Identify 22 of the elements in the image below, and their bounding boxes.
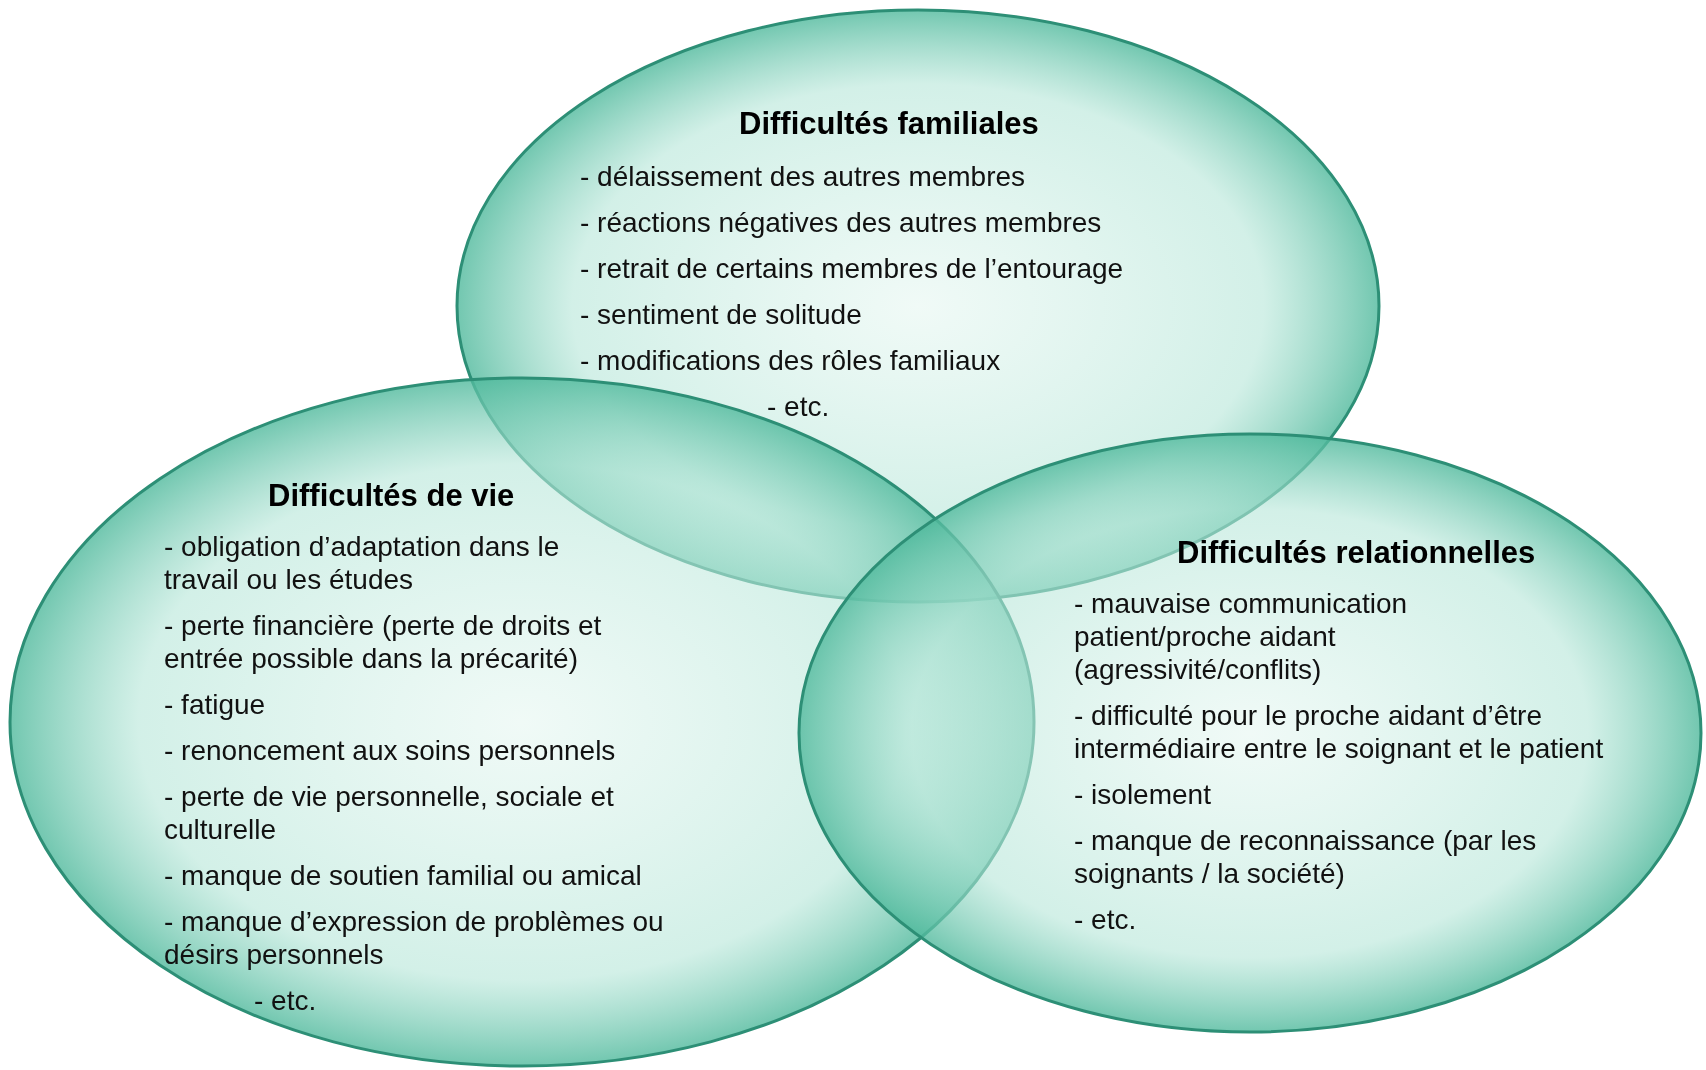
- list-item: - etc.: [1074, 903, 1138, 936]
- list-item: - réactions négatives des autres membres: [580, 206, 1103, 239]
- list-item: - manque de reconnaissance (par les soignants / la société): [1074, 824, 1538, 890]
- list-item: - isolement: [1074, 778, 1212, 811]
- list-item: - fatigue: [164, 688, 267, 721]
- list-item: - mauvaise communication patient/proche aidant (agressivité/conflits): [1074, 587, 1409, 686]
- list-item: - délaissement des autres membres: [580, 160, 1027, 193]
- list-item: - manque de soutien familial ou amical: [164, 859, 643, 892]
- heading: Difficultés de vie: [268, 478, 515, 514]
- list-item: - retrait de certains membres de l’entourage: [580, 252, 1125, 285]
- list-item: - etc.: [767, 390, 831, 423]
- list-item: - manque d’expression de problèmes ou désirs personnels: [164, 905, 665, 971]
- list-item: - sentiment de solitude: [580, 298, 863, 331]
- list-item: - obligation d’adaptation dans le travail ou les études: [164, 530, 561, 596]
- heading: Difficultés familiales: [739, 106, 1039, 142]
- list-item: - difficulté pour le proche aidant d’être intermédiaire entre le soignant et le patient: [1074, 699, 1605, 765]
- heading: Difficultés relationnelles: [1177, 535, 1536, 571]
- list-item: - renoncement aux soins personnels: [164, 734, 617, 767]
- list-item: - modifications des rôles familiaux: [580, 344, 1002, 377]
- list-item: - etc.: [254, 984, 318, 1017]
- list-item: - perte financière (perte de droits et entrée possible dans la précarité): [164, 609, 603, 675]
- list-item: - perte de vie personnelle, sociale et culturelle: [164, 780, 615, 846]
